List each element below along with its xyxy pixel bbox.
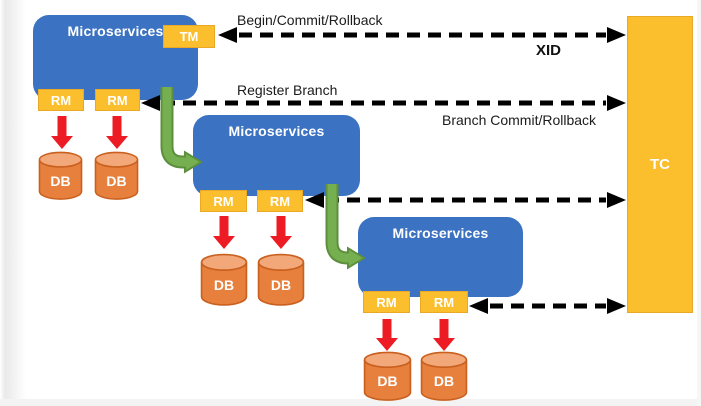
red-db-arrows-group-2 xyxy=(213,216,292,249)
db-label: DB xyxy=(377,373,398,390)
page-edge-right xyxy=(697,0,701,406)
page-edge-bottom xyxy=(0,399,701,406)
microservices-box-2: Microservices xyxy=(193,115,360,196)
db-label: DB xyxy=(106,173,127,189)
db-cylinder-3a: DB xyxy=(363,351,412,402)
tm-box: TM xyxy=(163,25,215,48)
rm-box-1a: RM xyxy=(38,89,84,111)
label-begin-commit-rollback: Begin/Commit/Rollback xyxy=(237,12,383,28)
db-cylinder-3b: DB xyxy=(420,351,468,402)
dashed-arrow-register-branch xyxy=(141,95,626,111)
label-register-branch: Register Branch xyxy=(237,82,338,98)
microservices-label: Microservices xyxy=(67,23,164,39)
db-cylinder-2b: DB xyxy=(257,253,305,307)
db-cylinder-2a: DB xyxy=(200,253,248,307)
dashed-arrow-rm3-tc xyxy=(469,298,626,314)
db-label: DB xyxy=(270,276,292,293)
page-edge-left xyxy=(0,0,28,406)
db-cylinder-1b: DB xyxy=(94,151,139,201)
red-db-arrows-group-3 xyxy=(376,319,455,351)
microservices-box-3: Microservices xyxy=(358,217,523,297)
db-cylinder-1a: DB xyxy=(38,151,83,201)
dashed-arrow-rm2-tc xyxy=(305,192,626,208)
db-cylinder-icon xyxy=(200,253,248,306)
db-cylinder-icon xyxy=(94,151,139,200)
rm-box-2b: RM xyxy=(257,190,303,212)
dashed-arrow-begin-commit-rollback xyxy=(218,27,626,43)
label-branch-commit-rollback: Branch Commit/Rollback xyxy=(442,112,597,128)
rm-box-3b: RM xyxy=(420,291,468,313)
red-db-arrows-group-1 xyxy=(51,116,128,149)
rm-box-1b: RM xyxy=(95,89,140,111)
rm-box-3a: RM xyxy=(363,291,410,313)
db-cylinder-icon xyxy=(363,351,412,401)
db-cylinder-icon xyxy=(38,151,83,200)
rm-box-2a: RM xyxy=(200,190,247,212)
tc-box: TC xyxy=(627,16,693,313)
db-label: DB xyxy=(50,173,71,189)
db-cylinder-icon xyxy=(257,253,305,306)
microservices-label: Microservices xyxy=(228,123,325,139)
db-label: DB xyxy=(433,373,455,390)
db-cylinder-icon xyxy=(420,351,468,401)
microservices-label: Microservices xyxy=(392,225,489,241)
db-label: DB xyxy=(213,276,235,293)
label-xid: XID xyxy=(536,42,562,59)
